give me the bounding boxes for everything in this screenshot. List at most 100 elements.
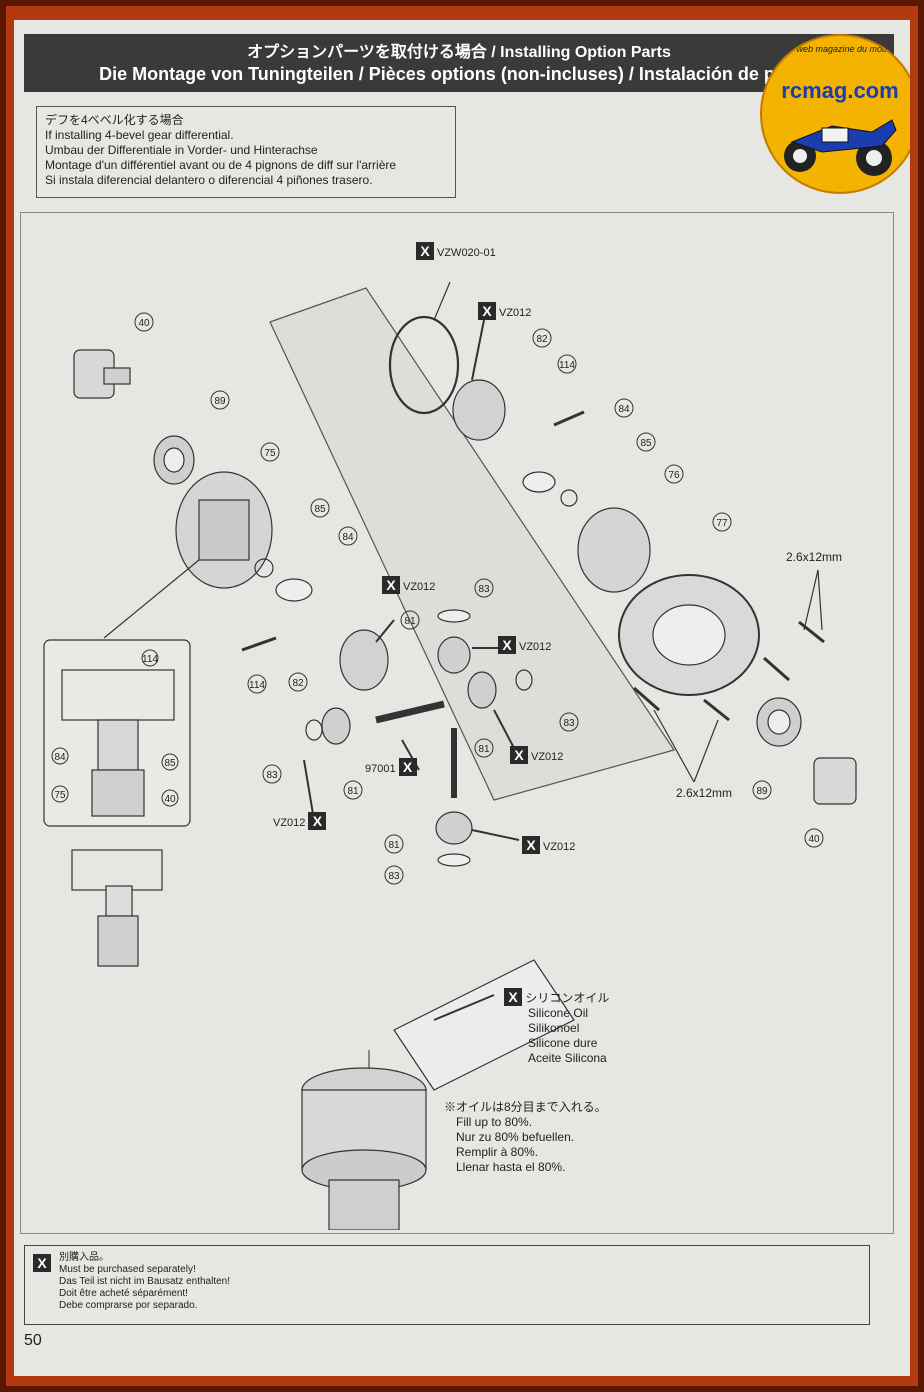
washer-84-mid: [275, 578, 313, 602]
callout-85-a: 85: [310, 498, 330, 518]
x-mark-icon: X: [308, 812, 327, 830]
pinion-81-b: [467, 671, 497, 709]
silicone-ja: シリコンオイル: [525, 991, 610, 1005]
x-mark-icon: X: [504, 988, 522, 1006]
x-mark-icon: X: [478, 302, 496, 320]
svg-text:85: 85: [314, 504, 326, 515]
callout-82-b: 82: [532, 328, 552, 348]
svg-text:83: 83: [478, 584, 490, 595]
callout-40-inset: 40: [161, 789, 179, 807]
x-mark-icon: X: [33, 1254, 51, 1272]
screw-4: [703, 698, 730, 722]
fill-ja: ※オイルは8分目まで入れる。: [444, 1100, 607, 1114]
screw-3: [633, 686, 660, 712]
silicone-fr: Silicone dure: [528, 1036, 598, 1050]
fill-fr: Remplir à 80%.: [456, 1145, 539, 1159]
buggy-icon: [784, 119, 897, 176]
output-cup-bottom-right: [813, 757, 857, 805]
callout-40-a: 40: [134, 312, 154, 332]
callout-76: 76: [664, 464, 684, 484]
part-number-callouts: 40 89 75 85 84 114 82 81 83 83 81 83 81 …: [51, 312, 824, 885]
intro-es: Si instala diferencial delantero o difer…: [45, 173, 373, 187]
callout-83-c: 83: [262, 764, 282, 784]
svg-text:82: 82: [292, 678, 304, 689]
intro-box: デフを4ベベル化する場合 If installing 4-bevel gear …: [36, 106, 456, 198]
callout-85-b: 85: [636, 432, 656, 452]
page-number: 50: [24, 1332, 42, 1349]
header-title-multilang: Die Montage von Tuningteilen / Pièces op…: [99, 64, 819, 84]
svg-text:75: 75: [264, 448, 276, 459]
callout-81-d: 81: [384, 834, 404, 854]
diff-cover: [577, 507, 651, 593]
svg-text:83: 83: [563, 718, 575, 729]
intro-fr: Montage d'un différentiel avant ou de 4 …: [45, 158, 397, 172]
callout-83-a: 83: [474, 578, 494, 598]
callout-75-inset: 75: [51, 785, 69, 803]
svg-text:84: 84: [618, 404, 630, 415]
pin-114-mid: [241, 636, 277, 652]
svg-text:82: 82: [536, 334, 548, 345]
callout-77: 77: [712, 512, 732, 532]
x-mark-icon: X: [510, 746, 528, 764]
callout-81-a: 81: [400, 610, 420, 630]
silicone-oil-label: X シリコンオイル Silicone Oil Silikonoel Silico…: [504, 988, 609, 1066]
svg-text:77: 77: [716, 518, 728, 529]
svg-text:114: 114: [142, 654, 158, 665]
washer-85-mid: [254, 558, 274, 578]
x-mark-icon: X: [522, 836, 540, 854]
callout-114-b: 114: [557, 354, 577, 374]
svg-text:76: 76: [668, 470, 680, 481]
svg-text:85: 85: [640, 438, 652, 449]
header-title-ja-en: オプションパーツを取付ける場合 / Installing Option Part…: [247, 44, 671, 61]
pinion-81-d: [435, 811, 473, 845]
label-screw-top: 2.6x12mm: [786, 550, 843, 564]
footer-legend: X 別購入品。 Must be purchased separately! Da…: [24, 1245, 870, 1325]
footer-es: Debe comprarse por separado.: [59, 1300, 198, 1311]
assembled-view: [71, 849, 163, 967]
intro-de: Umbau der Differentiale in Vorder- und H…: [45, 143, 318, 157]
assembly-panel: [269, 287, 675, 801]
svg-text:89: 89: [214, 396, 226, 407]
callout-89-b: 89: [752, 780, 772, 800]
filled-diff: [301, 1067, 427, 1230]
washer-84-top: [522, 471, 556, 493]
svg-text:40: 40: [138, 318, 150, 329]
page-header: オプションパーツを取付ける場合 / Installing Option Part…: [24, 34, 894, 92]
svg-text:81: 81: [404, 616, 416, 627]
screw-2: [763, 656, 790, 682]
washer-83-a: [437, 609, 471, 623]
svg-text:81: 81: [478, 744, 490, 755]
output-cup-top-left: [73, 349, 131, 399]
callout-114-a: 114: [247, 674, 267, 694]
intro-ja: デフを4ベベル化する場合: [45, 113, 184, 127]
svg-text:83: 83: [388, 871, 400, 882]
svg-text:40: 40: [164, 794, 176, 805]
callout-81-b: 81: [474, 738, 494, 758]
oil-bottle: [393, 959, 575, 1091]
intro-en: If installing 4-bevel gear differential.: [45, 128, 234, 142]
silicone-en: Silicone Oil: [528, 1006, 589, 1020]
svg-text:83: 83: [266, 770, 278, 781]
x-mark-icon: X: [398, 758, 417, 776]
svg-text:114: 114: [249, 680, 265, 691]
svg-text:89: 89: [756, 786, 768, 797]
callout-75: 75: [260, 442, 280, 462]
o-ring: [388, 315, 460, 415]
svg-text:84: 84: [54, 752, 66, 763]
logo-name: rcmag.com: [781, 78, 899, 103]
diff-case: [175, 471, 273, 589]
rcmag-logo: Le web magazine du modelisme rcmag.com: [760, 34, 910, 194]
svg-text:75: 75: [54, 790, 66, 801]
manual-page: オプションパーツを取付ける場合 / Installing Option Part…: [14, 20, 910, 1376]
label-screw-bottom: 2.6x12mm: [676, 786, 733, 800]
diagram-frame: [20, 212, 894, 1234]
pinion-81-a: [437, 636, 471, 674]
washer-83-c: [305, 719, 323, 741]
callout-83-d: 83: [384, 865, 404, 885]
washer-83-d: [437, 853, 471, 867]
